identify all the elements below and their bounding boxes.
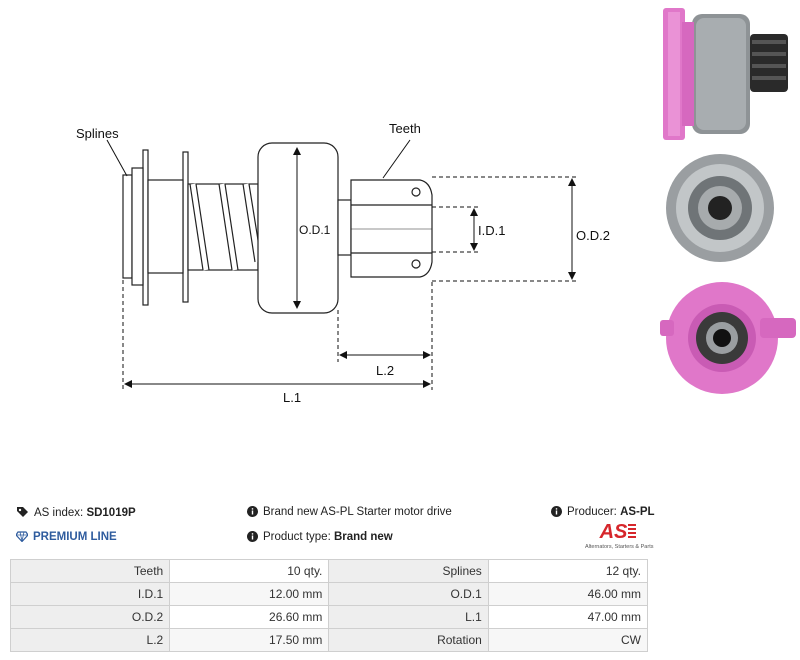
product-type-value: Brand new: [333, 531, 393, 543]
product-type-label: Product type:: [263, 531, 331, 543]
producer: Producer: AS-PL: [551, 506, 655, 518]
technical-drawing: Splines Teeth O.D.1 I.D.1 O.D.2 L.2 L.1: [76, 121, 610, 405]
as-index-value: SD1019P: [86, 507, 136, 519]
photo-rear-view: [660, 282, 796, 394]
spec-value: 17.50 mm: [169, 628, 330, 652]
description-text: Brand new AS-PL Starter motor drive: [263, 506, 452, 518]
as-index: AS index: SD1019P: [16, 506, 136, 519]
info-icon: [247, 531, 258, 542]
tag-icon: [17, 507, 28, 517]
spec-key: L.1: [328, 605, 489, 629]
spec-key: Rotation: [328, 628, 489, 652]
spec-key: L.2: [9, 628, 171, 652]
product-type: Product type: Brand new: [247, 531, 393, 543]
spec-value: 12 qty.: [487, 559, 649, 583]
label-teeth: Teeth: [389, 121, 421, 136]
spec-key: I.D.1: [9, 582, 171, 606]
label-l2: L.2: [376, 363, 394, 378]
splines-collar: [122, 174, 133, 279]
as-pl-logo: AS Alternators, Starters & Parts: [585, 521, 654, 550]
label-splines: Splines: [76, 126, 119, 141]
logo-tagline: Alternators, Starters & Parts: [585, 544, 654, 550]
table-row: L.2 17.50 mm Rotation CW: [9, 628, 649, 652]
spec-key: Teeth: [9, 559, 171, 583]
producer-label: Producer:: [567, 506, 617, 518]
info-icon: [551, 506, 562, 517]
spec-key: Splines: [328, 559, 489, 583]
flange-mid: [182, 151, 189, 303]
spring-coils: [190, 183, 261, 271]
table-row: O.D.2 26.60 mm L.1 47.00 mm: [9, 605, 649, 629]
spec-value: 46.00 mm: [487, 582, 649, 606]
spec-key: O.D.1: [328, 582, 489, 606]
table-row: Teeth 10 qty. Splines 12 qty.: [9, 559, 649, 583]
diamond-icon: [16, 531, 28, 542]
spec-value: CW: [487, 628, 649, 652]
label-l1: L.1: [283, 390, 301, 405]
info-icon: [247, 506, 258, 517]
spec-value: 10 qty.: [169, 559, 330, 583]
description: Brand new AS-PL Starter motor drive: [247, 506, 452, 518]
logo-text: AS: [599, 521, 628, 543]
photo-front-view: [666, 154, 774, 262]
as-index-label: AS index:: [34, 507, 84, 519]
spec-value: 47.00 mm: [487, 605, 649, 629]
label-od1: O.D.1: [299, 223, 331, 237]
spec-key: O.D.2: [9, 605, 171, 629]
logo-stripes: [628, 524, 637, 538]
flange-left: [142, 149, 149, 306]
label-od2: O.D.2: [576, 228, 610, 243]
label-id1: I.D.1: [478, 223, 505, 238]
table-row: I.D.1 12.00 mm O.D.1 46.00 mm: [9, 582, 649, 606]
specs-table: Teeth 10 qty. Splines 12 qty. I.D.1 12.0…: [9, 559, 649, 652]
photo-side-view: [663, 8, 788, 140]
spec-value: 12.00 mm: [169, 582, 330, 606]
producer-value: AS-PL: [620, 506, 655, 518]
premium-line-text: PREMIUM LINE: [33, 531, 117, 543]
premium-line: PREMIUM LINE: [16, 531, 117, 543]
spec-value: 26.60 mm: [169, 605, 330, 629]
